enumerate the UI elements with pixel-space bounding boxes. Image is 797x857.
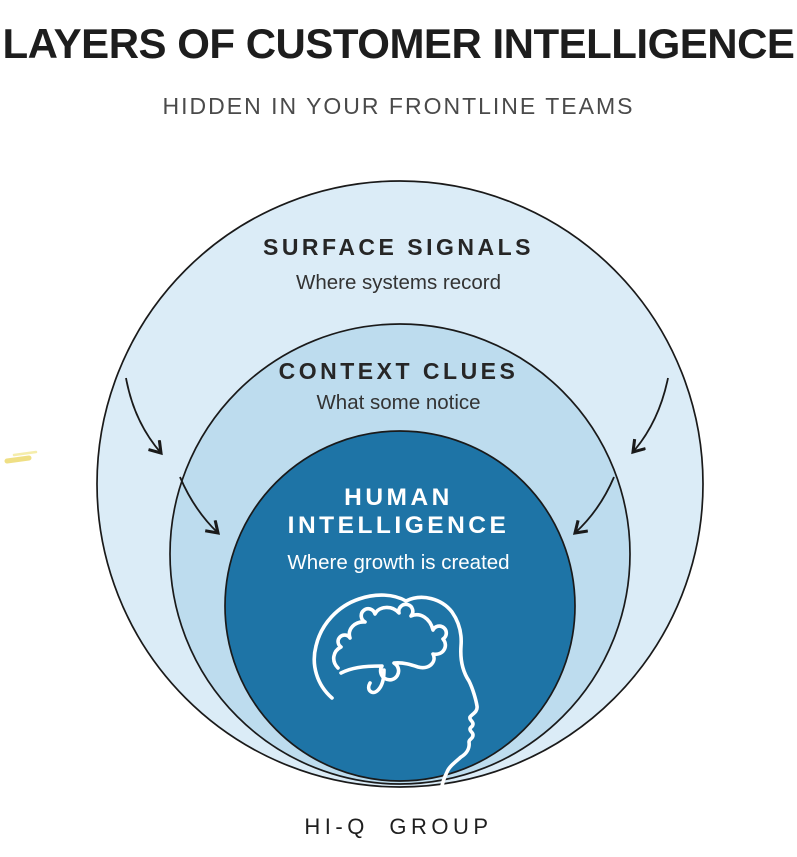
head-brain-icon — [312, 593, 479, 793]
inward-arrow-left-inner — [179, 476, 218, 533]
head-profile-outline — [312, 593, 479, 793]
inward-arrow-right-inner — [575, 476, 615, 533]
yellow-highlight-artifact — [4, 450, 38, 464]
brain-scribble — [331, 602, 449, 682]
brand-logo-text: HI-Q GROUP — [304, 814, 493, 839]
human-intelligence-label-line2: INTELLIGENCE — [287, 512, 510, 539]
human-intelligence-sublabel: Where growth is created — [287, 551, 510, 574]
page-title: LAYERS OF CUSTOMER INTELLIGENCE — [2, 20, 795, 67]
context-clues-label: CONTEXT CLUES — [278, 358, 519, 384]
inward-arrow-right-outer — [633, 377, 669, 452]
inward-arrow-left-outer — [125, 377, 161, 453]
inward-arrows — [125, 377, 669, 533]
brain-scribble-tail — [366, 668, 386, 695]
surface-signals-label: SURFACE SIGNALS — [262, 234, 535, 260]
surface-signals-sublabel: Where systems record — [295, 271, 502, 294]
human-intelligence-label-line1: HUMAN — [344, 484, 453, 511]
page-subtitle: HIDDEN IN YOUR FRONTLINE TEAMS — [162, 93, 635, 119]
context-clues-sublabel: What some notice — [316, 391, 481, 414]
